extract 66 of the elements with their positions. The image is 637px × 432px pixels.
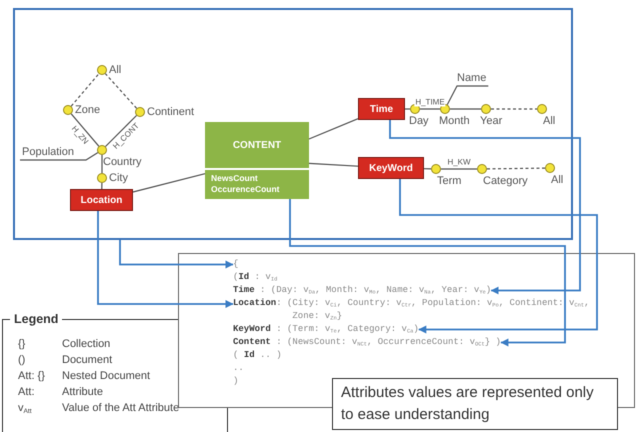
connector-line	[105, 115, 137, 147]
arrow	[399, 179, 598, 334]
connector-line	[405, 108, 410, 110]
measure-list: NewsCount OccurenceCount	[205, 170, 309, 199]
code-line: Location: (City: v$_{Ci}$, Country: v$_{Ctr}$, Population: v$_{Po}$, Continent: v$_{Cnt}$, Zone: v$_{Zn}$}	[233, 297, 592, 323]
connector-line	[446, 85, 488, 105]
legend-title: Legend	[10, 311, 62, 327]
attribute-label: Name	[455, 72, 488, 86]
connector-line	[450, 108, 481, 110]
code-line: ..	[233, 362, 292, 375]
edge-label: H_TIME	[414, 98, 446, 106]
legend-symbol: Att: {}	[18, 369, 46, 383]
dimension-box: Location	[70, 189, 133, 211]
arrow	[97, 211, 234, 308]
code-line: Time : (Day: v$_{Da}$, Month: v$_{Mo}$, Name: v$_{Na}$, Year: v$_{Ye}$)	[233, 284, 492, 297]
connector-line	[70, 113, 100, 147]
connector-line	[104, 73, 138, 109]
dimension-box: KeyWord	[358, 157, 424, 179]
legend-text: Document	[62, 353, 114, 367]
connector-line	[441, 168, 477, 170]
legend-text: Nested Document	[62, 369, 152, 383]
note-box: Attributes values are represented only to ease understanding	[332, 378, 618, 430]
attribute-label: Population	[20, 146, 76, 160]
connector-line	[101, 183, 102, 189]
level-label: Term	[437, 175, 462, 188]
code-line: KeyWord : (Term: v$_{Te}$, Category: v$_{Ca}$)	[233, 323, 419, 336]
connector-line	[70, 73, 100, 107]
code-line: )	[233, 375, 292, 388]
connector-line	[424, 168, 432, 170]
legend-symbol: v$_{Att}$	[18, 401, 33, 415]
legend-text: Collection	[62, 337, 112, 351]
fact-header: CONTENT	[205, 122, 309, 168]
connector-line	[308, 118, 358, 140]
connector-line	[132, 173, 206, 193]
code-line: {	[233, 258, 292, 271]
schema-panel	[13, 8, 573, 240]
level-label: Zone	[75, 104, 100, 116]
level-label: Day	[409, 115, 429, 128]
connector-line	[101, 155, 103, 173]
level-label: All	[109, 64, 122, 76]
level-label: Year	[480, 115, 502, 128]
code-line: (Id : v$_{Id}$	[233, 271, 304, 284]
legend-symbol: {}	[18, 337, 26, 351]
legend-text: Value of the Att Attribute	[62, 401, 180, 415]
level-label: All	[551, 174, 564, 187]
arrow	[119, 240, 234, 268]
dimension-box: Time	[358, 98, 405, 120]
arrow	[389, 120, 581, 294]
connector-line	[491, 108, 537, 110]
level-label: Category	[483, 175, 528, 188]
level-label: All	[543, 115, 556, 128]
legend-symbol: Att:	[18, 385, 36, 399]
code-line: ( Id .. )	[233, 349, 304, 362]
legend-symbol: ()	[18, 353, 26, 367]
level-label: Continent	[147, 106, 194, 118]
arrow	[289, 199, 566, 346]
connector-line	[487, 168, 545, 170]
edge-label: H_KW	[446, 158, 472, 166]
level-label: Country	[103, 156, 142, 169]
connector-line	[308, 162, 358, 167]
code-line: Content : (NewsCount: v$_{NCt}$, OccurrenceCount: v$_{OCt}$} )	[233, 336, 501, 349]
level-label: Month	[439, 115, 470, 128]
level-label: City	[109, 172, 128, 184]
connector-line	[20, 152, 98, 161]
legend-text: Attribute	[62, 385, 104, 399]
connector-line	[420, 108, 440, 110]
